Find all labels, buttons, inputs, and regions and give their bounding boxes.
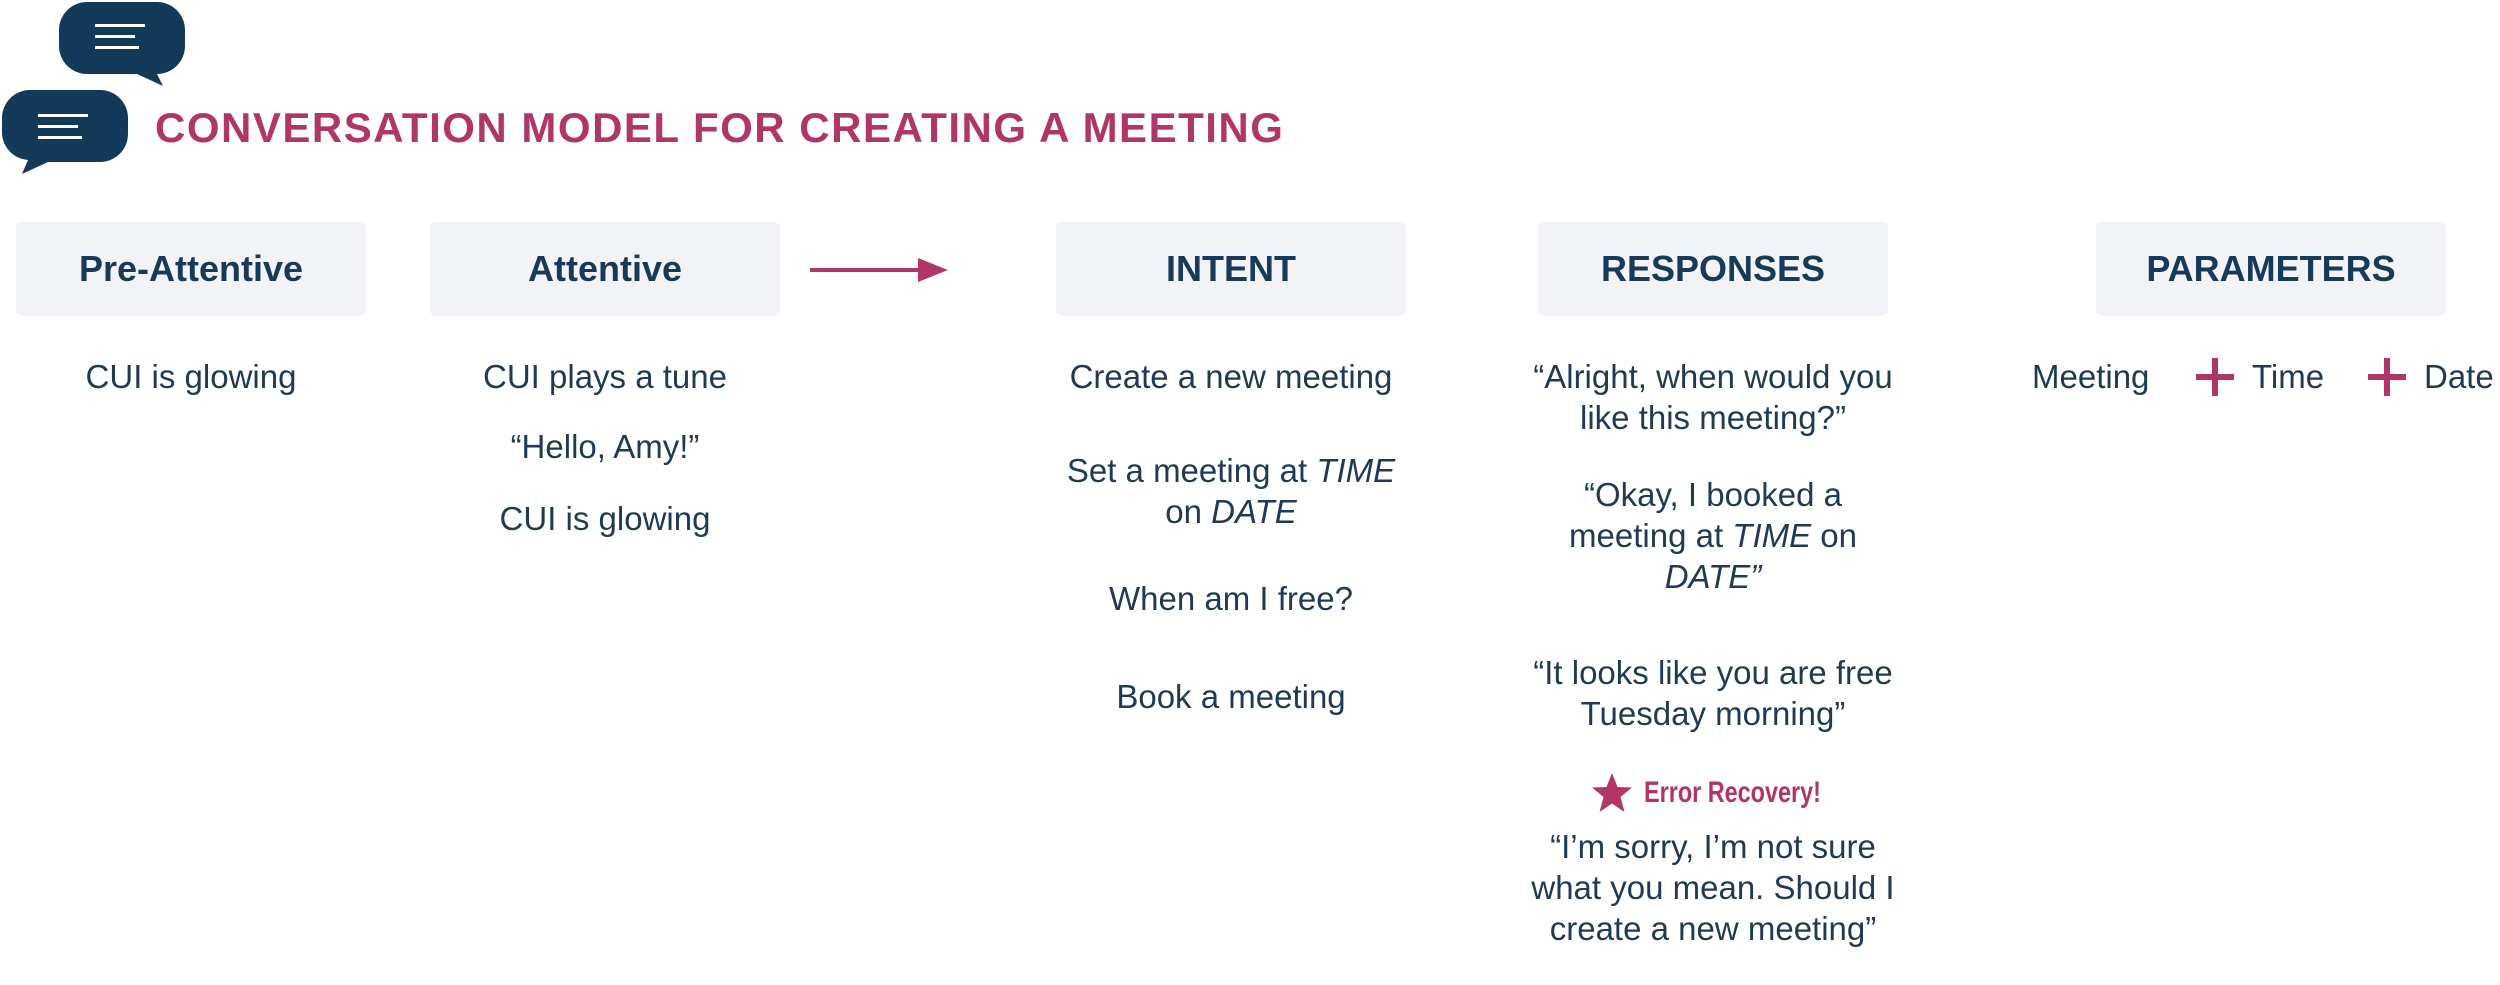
list-item: Set a meeting at TIME on DATE <box>1016 450 1446 532</box>
intent-time: TIME <box>1316 452 1396 489</box>
plus-icon <box>2368 358 2406 396</box>
header-responses: RESPONSES <box>1538 222 1888 316</box>
chat-bubble-icon <box>59 2 185 86</box>
header-intent: INTENT <box>1056 222 1406 316</box>
intent-date: DATE <box>1211 493 1297 530</box>
response-date: DATE <box>1664 558 1751 595</box>
list-item: When am I free? <box>1109 580 1353 617</box>
intent-text: on <box>1165 493 1212 530</box>
header-parameters: PARAMETERS <box>2096 222 2446 316</box>
list-item: “Hello, Amy!” <box>510 428 700 465</box>
param-date: Date <box>2424 358 2494 395</box>
list-item: Create a new meeting <box>1069 358 1393 395</box>
list-item: “Alright, when would you like this meeti… <box>1533 358 1893 436</box>
list-item: “I’m sorry, I’m not sure what you mean. … <box>1531 828 1895 947</box>
star-icon <box>1592 773 1632 812</box>
param-time: Time <box>2252 358 2325 395</box>
arrow-right-icon <box>810 258 948 282</box>
header-pre-attentive: Pre-Attentive <box>16 222 366 316</box>
response-text: ” <box>1750 558 1762 595</box>
chat-bubble-icon <box>2 90 128 174</box>
list-item: Book a meeting <box>1116 678 1346 715</box>
response-text: “Okay, I booked a meeting at <box>1569 476 1843 554</box>
list-item: “It looks like you are free Tuesday morn… <box>1533 654 1893 732</box>
list-item: CUI is glowing <box>499 500 711 537</box>
intent-text: Set a meeting at <box>1066 452 1317 489</box>
error-recovery-label: Error Recovery! <box>1590 772 1871 814</box>
list-item: CUI plays a tune <box>483 358 727 395</box>
header-attentive: Attentive <box>430 222 780 316</box>
error-recovery-text: Error Recovery! <box>1644 776 1821 809</box>
plus-icon <box>2196 358 2234 396</box>
response-time: TIME <box>1732 517 1812 554</box>
list-item: “Okay, I booked a meeting at TIME on DAT… <box>1538 474 1888 597</box>
list-item: CUI is glowing <box>85 358 297 395</box>
response-text: on <box>1811 517 1857 554</box>
param-meeting: Meeting <box>2032 358 2150 395</box>
page-title: CONVERSATION MODEL FOR CREATING A MEETIN… <box>155 104 1285 151</box>
